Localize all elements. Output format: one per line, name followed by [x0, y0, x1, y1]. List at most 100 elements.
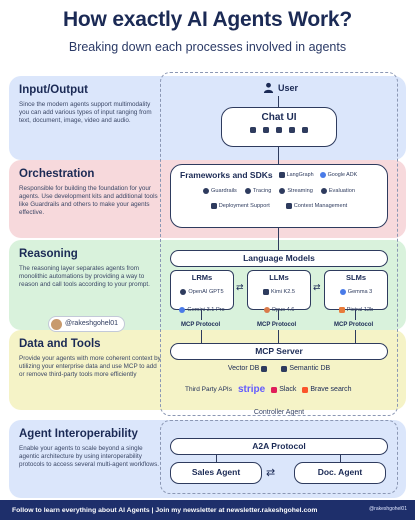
- brave-icon: [302, 386, 309, 393]
- doc-connector: [340, 455, 341, 463]
- audio-icon: [302, 127, 308, 133]
- tracing-item: Tracing: [244, 188, 272, 194]
- lrms-card: LRMs OpenAI GPT5 Gemini 3.1 Pro: [170, 270, 234, 313]
- llms-item-2-label: Opus 4.6: [271, 307, 295, 313]
- controller-agent-label: Controller Agent: [253, 409, 305, 416]
- mcp-protocol-mid-label: MCP Protocol: [257, 322, 297, 328]
- text-icon: [250, 127, 256, 133]
- vector-db-label: Vector DB: [227, 365, 260, 372]
- chat-ui-node: Chat UI: [221, 107, 337, 147]
- third-party-row: Third Party APIs stripe Slack Brave sear…: [185, 384, 352, 395]
- band-agent-interoperability: Agent Interoperability Enable your agent…: [9, 420, 406, 498]
- page-subtitle: Breaking down each processes involved in…: [68, 40, 347, 54]
- context-icon: [285, 203, 292, 209]
- lrms-item-2: Gemini 3.1 Pro: [179, 307, 225, 313]
- chat-connector: [278, 147, 279, 165]
- frameworks-tools-row: Guardrails Tracing Streaming Evaluation: [171, 188, 387, 194]
- doc-agent-label: Doc. Agent: [317, 467, 363, 477]
- semantic-db-item: Semantic DB: [281, 365, 330, 372]
- llms-card: LLMs Kimi K2.5 Opus 4.6: [247, 270, 311, 313]
- lrms-item-1-label: OpenAI GPT5: [188, 289, 224, 295]
- interop-boundary: [160, 420, 398, 494]
- section-desc-interop: Enable your agents to scale beyond a sin…: [19, 445, 159, 469]
- google-adk-label: Google ADK: [327, 172, 358, 178]
- mcp-right-connector: [355, 330, 356, 344]
- guardrails-item: Guardrails: [203, 188, 237, 194]
- doc-agent-node: Doc. Agent: [294, 462, 386, 484]
- sales-connector: [216, 455, 217, 463]
- frameworks-header: Frameworks and SDKs LangGraph Google ADK: [180, 170, 387, 180]
- semantic-db-label: Semantic DB: [289, 365, 331, 372]
- mcp-protocol-left: MCP Protocol: [181, 322, 220, 328]
- image-icon: [276, 127, 282, 133]
- deployment-label: Deployment Support: [218, 203, 270, 209]
- streaming-item: Streaming: [279, 188, 313, 194]
- google-adk-badge: Google ADK: [319, 172, 358, 178]
- slack-item: Slack: [271, 386, 296, 393]
- langgraph-badge: LangGraph: [278, 172, 314, 178]
- section-desc-orchestration: Responsible for building the foundation …: [19, 185, 158, 217]
- brave-item: Brave search: [302, 386, 352, 393]
- sales-agent-node: Sales Agent: [170, 462, 262, 484]
- llms-connector: [278, 310, 279, 320]
- slack-label: Slack: [279, 386, 297, 393]
- author-handle: @rakeshgohel01: [65, 320, 119, 327]
- guardrails-label: Guardrails: [211, 188, 237, 194]
- stripe-logo: stripe: [237, 384, 266, 395]
- slms-item-2-label: Pixtral 12b: [346, 307, 374, 313]
- google-adk-icon: [319, 172, 326, 178]
- footer-handle: @rakeshgohel01: [369, 506, 407, 512]
- deployment-icon: [210, 203, 217, 209]
- frameworks-title: Frameworks and SDKs: [180, 170, 273, 180]
- lrms-item-1: OpenAI GPT5: [180, 289, 224, 295]
- mcp-mid-connector: [278, 330, 279, 344]
- section-desc-reasoning: The reasoning layer separates agents fro…: [19, 265, 150, 289]
- tracing-label: Tracing: [252, 188, 272, 194]
- author-handle-chip[interactable]: @rakeshgohel01: [48, 316, 126, 332]
- gemini-icon: [179, 307, 186, 313]
- section-title-data: Data and Tools: [19, 338, 101, 350]
- avatar: [51, 319, 62, 330]
- lrms-title: LRMs: [191, 273, 213, 282]
- user-node: User: [263, 82, 298, 93]
- guardrails-icon: [203, 188, 210, 194]
- document-icon: [263, 127, 269, 133]
- context-label: Context Management: [293, 203, 348, 209]
- slms-connector: [355, 310, 356, 320]
- section-title-orchestration: Orchestration: [19, 168, 95, 180]
- mcp-protocol-left-label: MCP Protocol: [181, 322, 221, 328]
- user-label: User: [278, 82, 299, 93]
- user-connector: [278, 96, 279, 108]
- section-title-interop: Agent Interoperability: [19, 428, 138, 440]
- mcp-left-connector: [201, 330, 202, 344]
- agent-boundary: [160, 72, 398, 416]
- langgraph-label: LangGraph: [286, 172, 314, 178]
- llms-item-1: Kimi K2.5: [263, 289, 295, 295]
- mcp-protocol-mid: MCP Protocol: [257, 322, 296, 328]
- a2a-protocol-title: A2A Protocol: [252, 441, 306, 451]
- section-desc-data: Provide your agents with more coherent c…: [19, 355, 161, 379]
- section-title-io: Input/Output: [19, 84, 88, 96]
- anthropic-icon: [263, 307, 270, 313]
- frameworks-connector: [278, 228, 279, 250]
- mcp-server-node: MCP Server: [170, 343, 388, 360]
- third-party-label: Third Party APIs: [185, 386, 232, 393]
- deployment-item: Deployment Support: [210, 203, 270, 209]
- brave-label: Brave search: [310, 386, 352, 393]
- chat-ui-title: Chat UI: [261, 112, 297, 123]
- evaluation-item: Evaluation: [320, 188, 355, 194]
- language-models-title: Language Models: [243, 253, 315, 263]
- openai-icon: [180, 289, 187, 295]
- mistral-icon: [338, 307, 345, 313]
- agent-exchange-icon: ⇄: [266, 467, 276, 479]
- evaluation-icon: [320, 188, 327, 194]
- section-title-reasoning: Reasoning: [19, 248, 78, 260]
- context-item: Context Management: [285, 203, 348, 209]
- vector-db-icon: [261, 365, 268, 372]
- streaming-label: Streaming: [287, 188, 313, 194]
- frameworks-node: Frameworks and SDKs LangGraph Google ADK…: [170, 164, 388, 228]
- footer-bar: Follow to learn everything about AI Agen…: [0, 500, 415, 520]
- section-desc-io: Since the modern agents support multimod…: [19, 101, 152, 125]
- footer-text: Follow to learn everything about AI Agen…: [12, 506, 318, 514]
- lrms-item-2-label: Gemini 3.1 Pro: [187, 307, 225, 313]
